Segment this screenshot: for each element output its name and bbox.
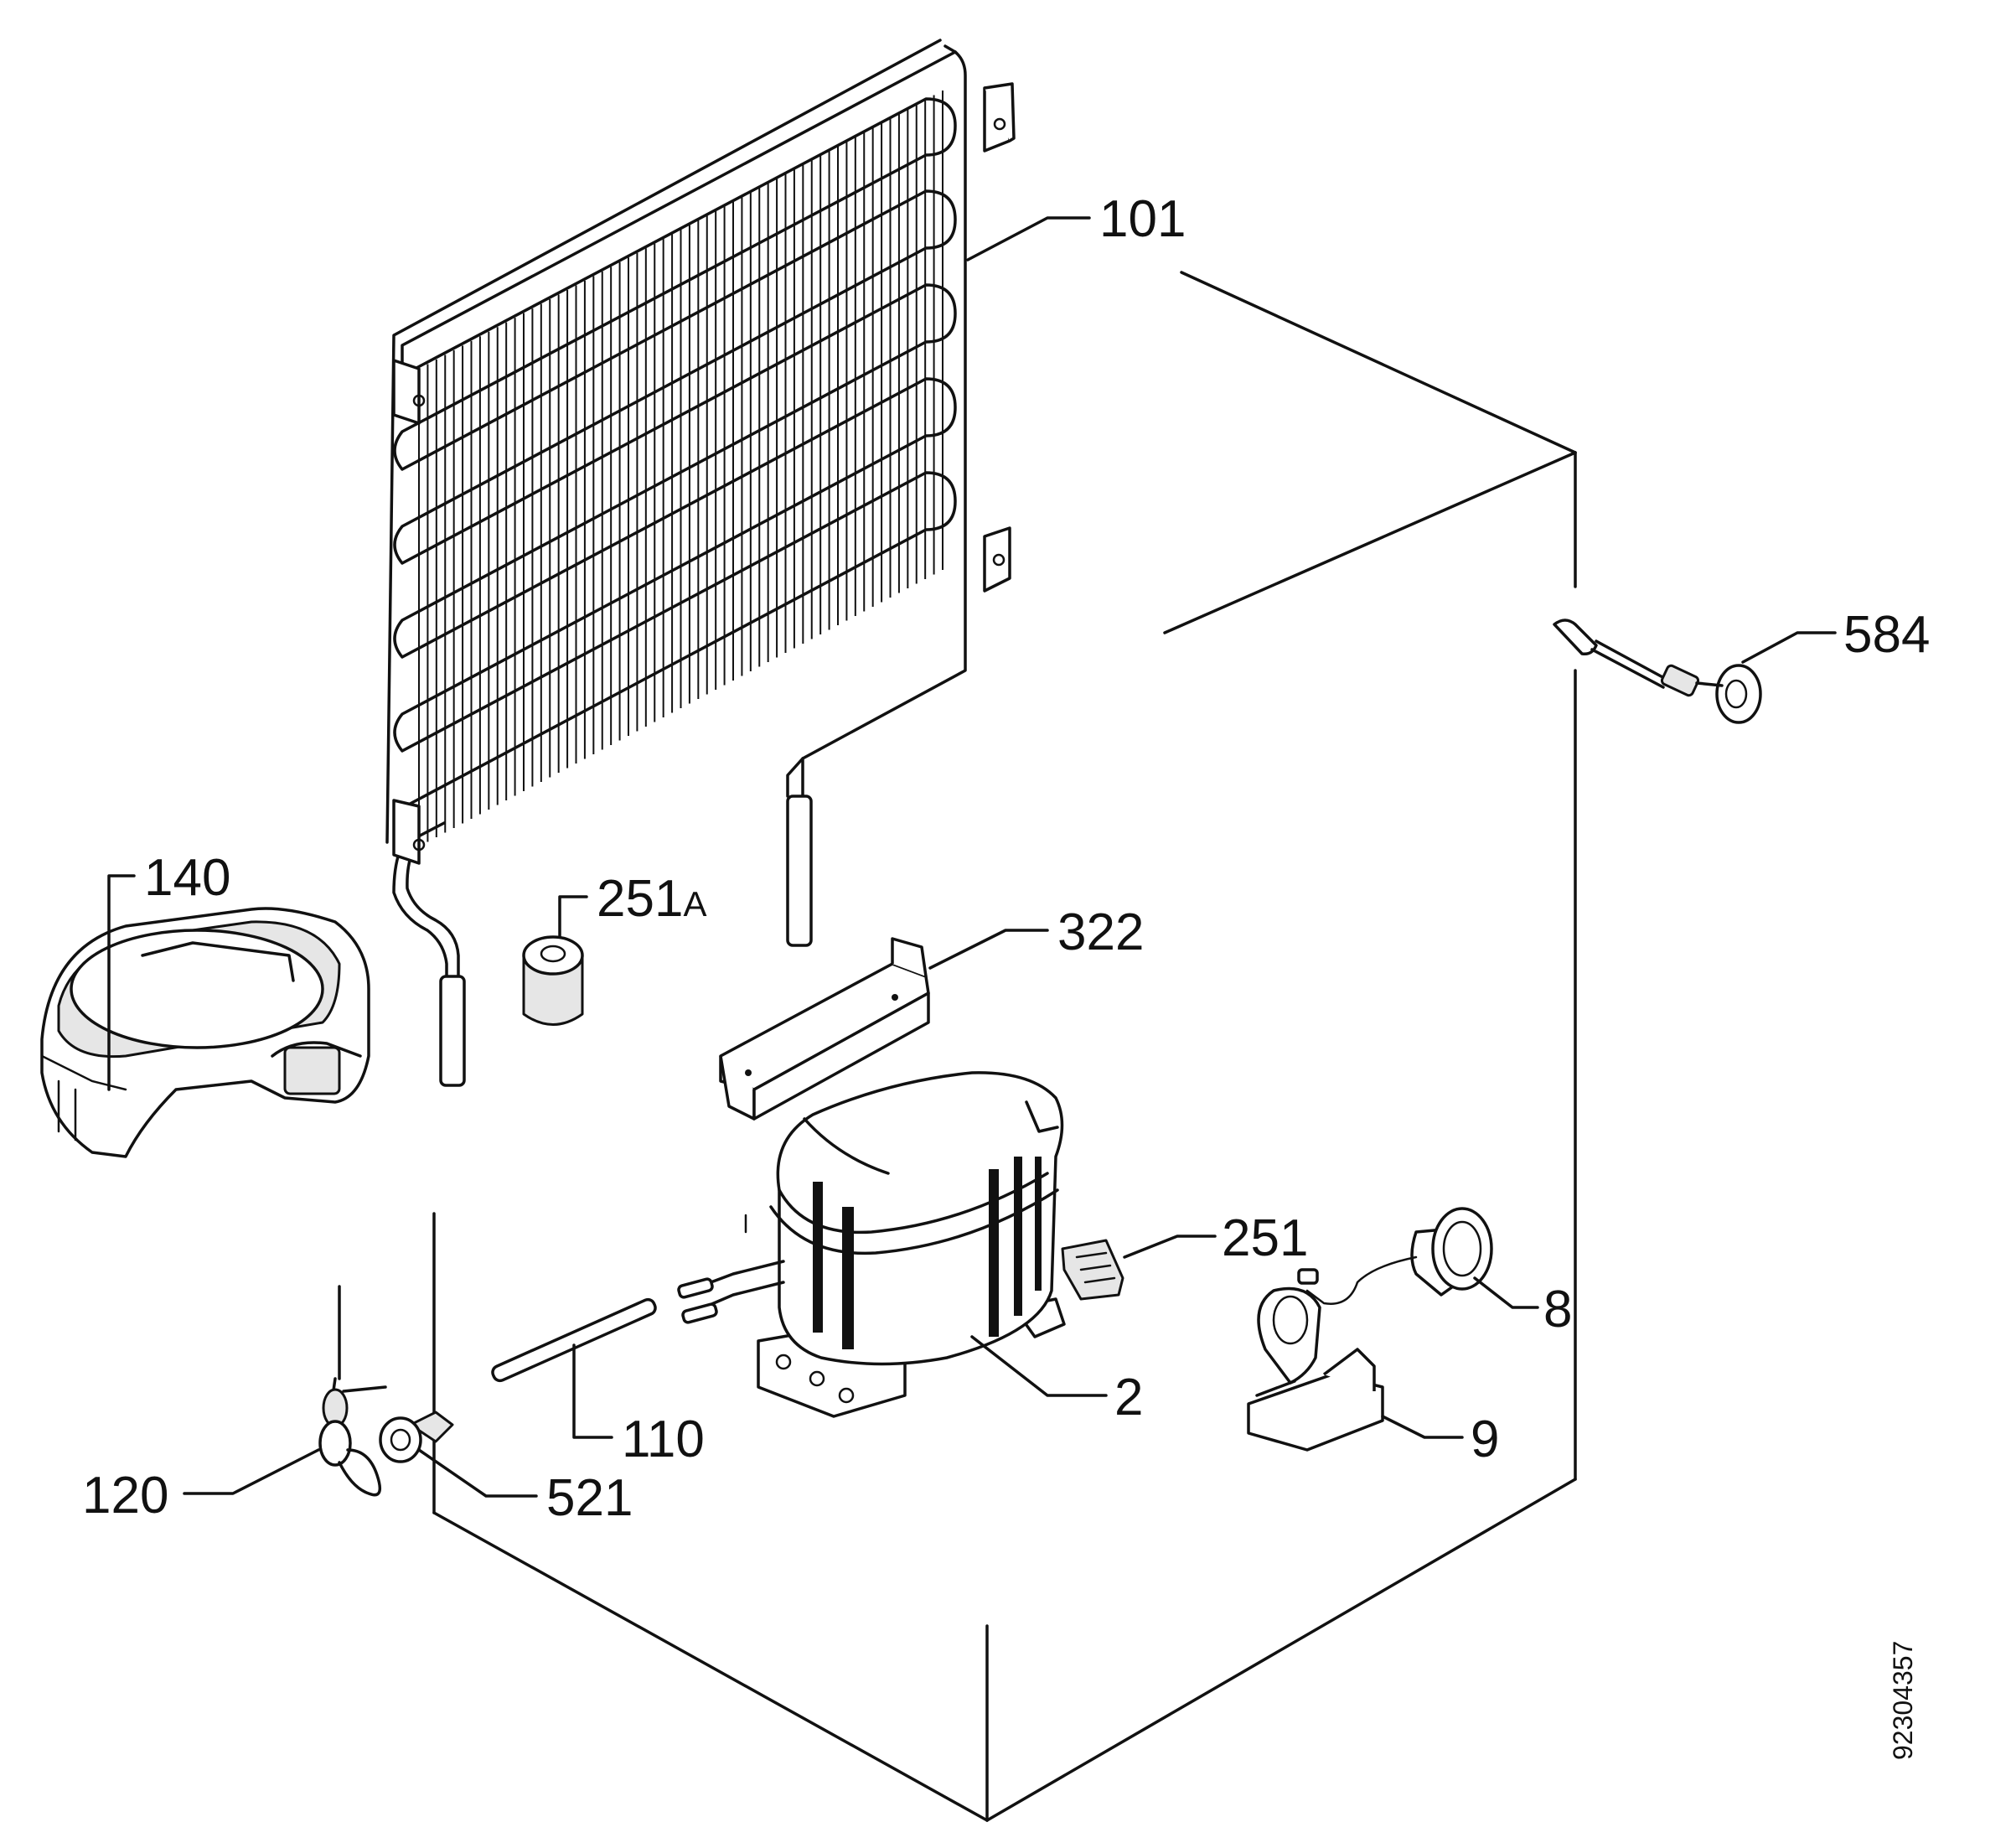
drip-tray-140 bbox=[40, 907, 370, 1158]
callout-251a-number: 251 bbox=[597, 870, 683, 928]
plug-521 bbox=[379, 1411, 454, 1463]
callout-101: 101 bbox=[1099, 190, 1186, 248]
condenser-wires bbox=[418, 91, 943, 846]
callout-labels: 101 584 140 251A 322 251 8 2 9 110 120 5… bbox=[82, 190, 1930, 1527]
callout-2: 2 bbox=[1114, 1369, 1143, 1426]
drawing-code: 92304357 bbox=[1888, 1641, 1918, 1760]
grommet-251a bbox=[522, 935, 584, 1026]
connector-251 bbox=[1061, 1239, 1124, 1301]
callout-140: 140 bbox=[144, 849, 230, 907]
sensor-584 bbox=[1553, 619, 1762, 724]
callout-251a: 251A bbox=[597, 870, 706, 928]
callout-8: 8 bbox=[1543, 1281, 1572, 1338]
compressor-2 bbox=[677, 1071, 1066, 1418]
valve-120 bbox=[318, 1285, 387, 1497]
callout-251a-suffix: A bbox=[683, 884, 706, 924]
starter-8 bbox=[1297, 1207, 1493, 1305]
callout-9: 9 bbox=[1471, 1411, 1499, 1468]
callout-322: 322 bbox=[1057, 903, 1144, 961]
callout-521: 521 bbox=[546, 1469, 633, 1527]
bracket-rail-322 bbox=[719, 937, 930, 1121]
leader-lines bbox=[107, 216, 1837, 1498]
tube-110 bbox=[491, 1297, 657, 1383]
callout-584: 584 bbox=[1843, 606, 1930, 664]
callout-110: 110 bbox=[622, 1411, 705, 1468]
callout-251: 251 bbox=[1222, 1209, 1308, 1267]
cabinet-outline bbox=[432, 271, 1577, 1822]
relay-9 bbox=[1247, 1286, 1384, 1452]
condenser-101 bbox=[385, 39, 1016, 1087]
callout-120: 120 bbox=[82, 1467, 168, 1524]
